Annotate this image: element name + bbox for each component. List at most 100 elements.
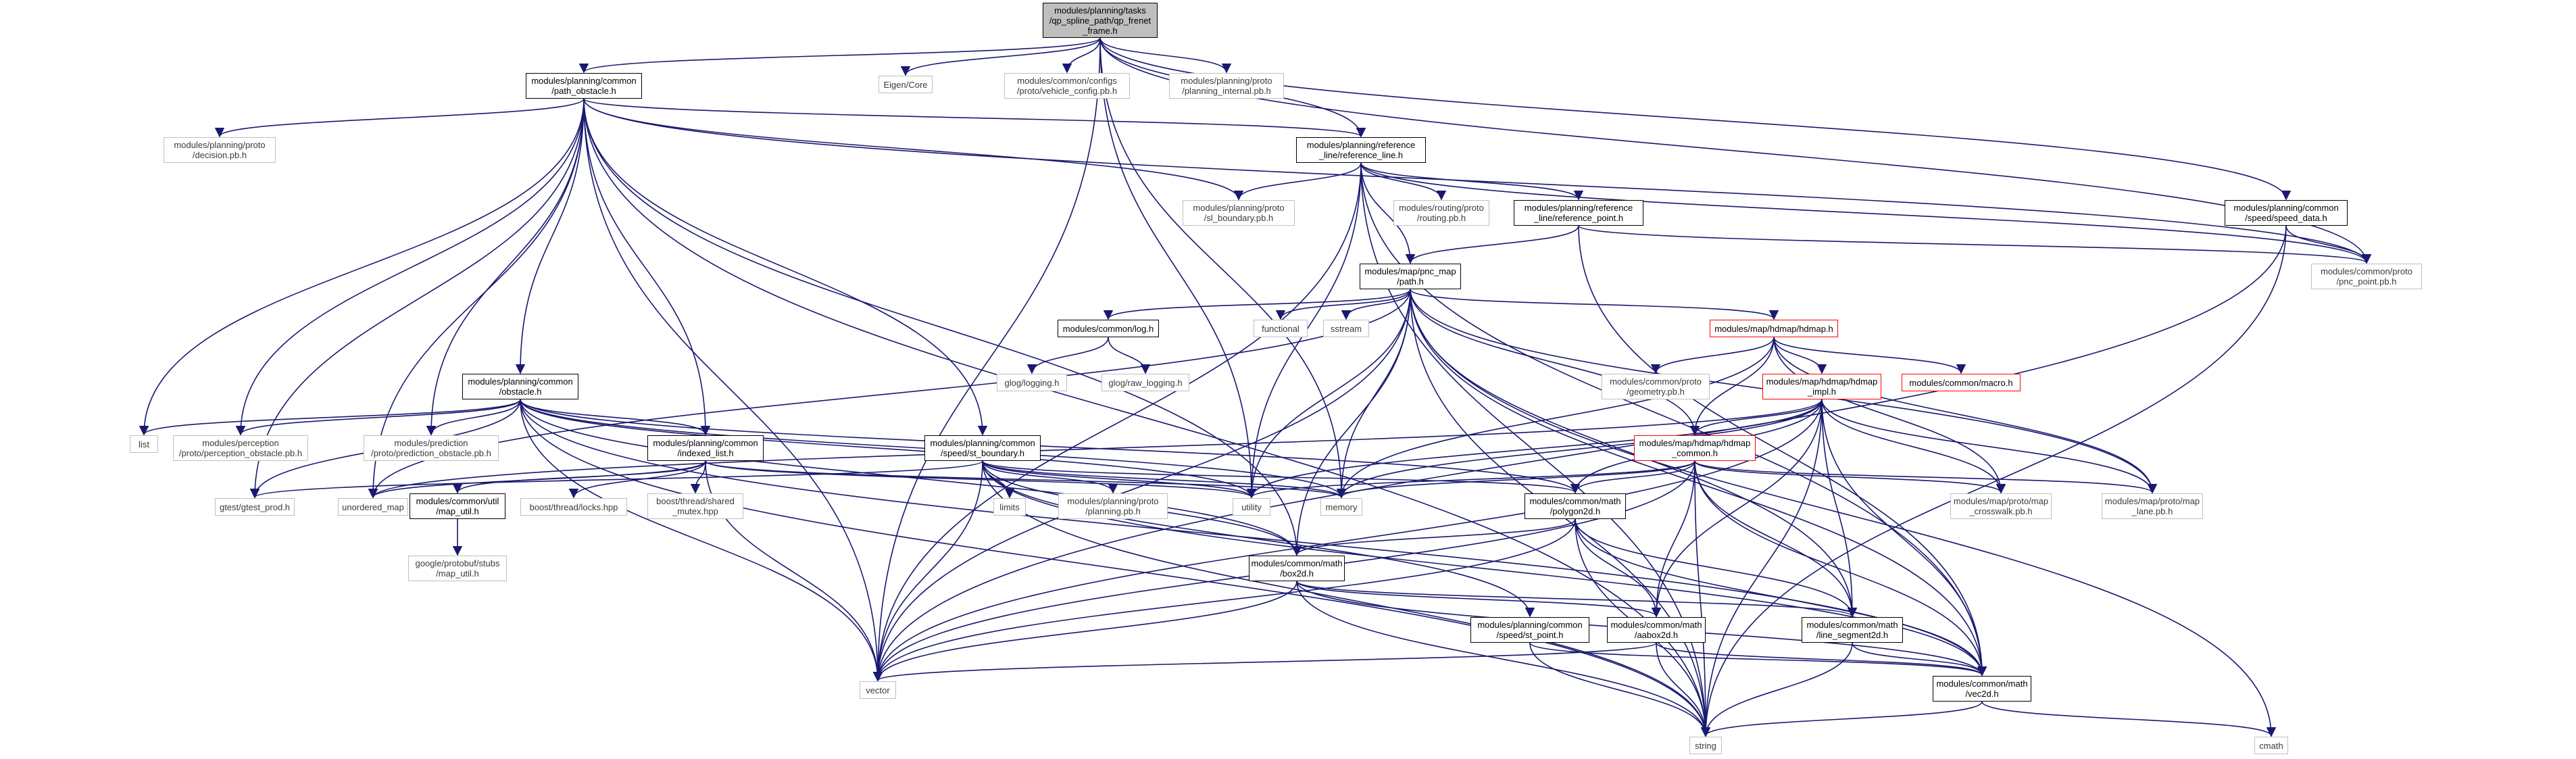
node-qp-frenet-frame-header[interactable]: modules/planning/tasks /qp_spline_path/q…: [1043, 3, 1158, 38]
dependency-edge: [1247, 460, 1695, 499]
dependency-edge: [2285, 225, 2372, 264]
dependency-edge: [515, 98, 585, 374]
dependency-edge: [1700, 642, 1853, 737]
node-gtest-prod: gtest/gtest_prod.h: [215, 498, 295, 516]
dependency-edge: [1821, 399, 1858, 618]
dependency-edge: [583, 98, 883, 682]
dependency-edge: [1821, 399, 2158, 494]
dependency-edge: [1694, 460, 2157, 494]
dependency-edge: [1405, 225, 1579, 264]
dependency-edge: [1821, 399, 2006, 494]
dependency-edge: [1773, 337, 1966, 374]
node-reference-line-header[interactable]: modules/planning/reference _line/referen…: [1296, 137, 1426, 163]
node-boost-locks: boost/thread/locks.hpp: [520, 498, 627, 516]
node-path-obstacle-header[interactable]: modules/planning/common /path_obstacle.h: [526, 73, 642, 99]
dependency-edge: [1360, 162, 1987, 677]
dependency-edge: [1099, 37, 2292, 201]
dependency-edge: [1246, 399, 1823, 499]
node-pnc-map-path-header[interactable]: modules/map/pnc_map /path.h: [1360, 264, 1461, 289]
node-line-segment2d-header[interactable]: modules/common/math /line_segment2d.h: [1802, 617, 1903, 643]
dependency-edge: [1337, 460, 1695, 499]
dependency-edge: [579, 37, 1101, 74]
dependency-edge: [139, 399, 521, 436]
dependency-edge: [1821, 399, 1987, 677]
dependency-edge: [583, 98, 2371, 264]
node-common-log-header[interactable]: modules/common/log.h: [1058, 320, 1159, 337]
dependency-edge: [982, 460, 1711, 737]
dependency-edge: [900, 37, 1101, 76]
dependency-edge: [1410, 289, 1987, 677]
dependency-edge: [1360, 162, 1416, 264]
dependency-edge: [872, 37, 1101, 682]
dependency-edge: [1852, 642, 1987, 677]
dependency-edge: [1341, 289, 1411, 320]
node-unordered-map: unordered_map: [338, 498, 408, 516]
dependency-edge: [1275, 289, 1411, 320]
dependency-edge: [1773, 337, 2158, 494]
dependency-edge: [982, 460, 1118, 494]
dependency-edge: [705, 460, 1256, 499]
dependency-edge: [1104, 289, 1411, 320]
node-functional: functional: [1254, 320, 1308, 337]
dependency-edge: [1246, 289, 1411, 499]
dependency-edge: [235, 399, 521, 436]
node-prediction-obstacle-pb: modules/prediction /proto/prediction_obs…: [364, 435, 499, 461]
node-std-string: string: [1689, 737, 1722, 754]
node-obstacle-header[interactable]: modules/planning/common /obstacle.h: [462, 374, 578, 399]
node-st-boundary-header[interactable]: modules/planning/common /speed/st_bounda…: [924, 435, 1041, 461]
dependency-edge: [1700, 701, 1983, 737]
dependency-edge: [249, 98, 585, 499]
dependency-edge: [583, 98, 1366, 138]
node-decision-pb: modules/planning/proto /decision.pb.h: [164, 137, 276, 163]
node-map-util-header[interactable]: modules/common/util /map_util.h: [410, 493, 505, 519]
node-eigen-core: Eigen/Core: [878, 76, 933, 93]
dependency-edge: [1360, 162, 2371, 264]
dependency-edge: [872, 162, 1362, 682]
node-routing-pb: modules/routing/proto /routing.pb.h: [1393, 200, 1489, 226]
node-hdmap-impl-header[interactable]: modules/map/hdmap/hdmap _impl.h: [1762, 374, 1881, 399]
dependency-edge: [1651, 460, 1695, 618]
dependency-edge: [705, 460, 1346, 499]
dependency-edge: [1291, 518, 1576, 556]
dependency-edge: [1291, 289, 1411, 556]
dependency-edge: [1296, 581, 1857, 618]
dependency-edge: [452, 460, 706, 494]
node-sl-boundary-pb: modules/planning/proto /sl_boundary.pb.h: [1183, 200, 1295, 226]
dependency-edge: [1773, 337, 2006, 494]
dependency-edge: [1689, 337, 1775, 436]
node-map-crosswalk-pb: modules/map/proto/map _crosswalk.pb.h: [1950, 493, 2052, 519]
node-polygon2d-header[interactable]: modules/common/math /polygon2d.h: [1525, 493, 1626, 519]
dependency-edge: [1099, 37, 2372, 264]
dependency-edge: [872, 518, 1576, 682]
dependency-edge: [982, 460, 1987, 677]
dependency-edge: [139, 98, 585, 436]
node-aabox2d-header[interactable]: modules/common/math /aabox2d.h: [1607, 617, 1706, 643]
node-planning-internal-pb: modules/planning/proto /planning_interna…: [1169, 73, 1284, 99]
dependency-edge: [1694, 460, 1858, 618]
dependency-edge: [250, 460, 983, 499]
node-std-utility: utility: [1233, 498, 1270, 516]
dependency-edge: [1410, 289, 1700, 436]
dependency-edge: [1700, 225, 2287, 737]
node-reference-point-header[interactable]: modules/planning/reference _line/referen…: [1514, 200, 1643, 226]
node-speed-data-header[interactable]: modules/planning/common /speed/speed_dat…: [2225, 200, 2348, 226]
node-pnc-point-pb: modules/common/proto /pnc_point.pb.h: [2311, 264, 2422, 289]
node-st-point-header[interactable]: modules/planning/common /speed/st_point.…: [1470, 617, 1589, 643]
dependency-edge: [368, 98, 585, 499]
node-hdmap-header[interactable]: modules/map/hdmap/hdmap.h: [1710, 320, 1838, 337]
dependency-edge: [1694, 460, 1711, 737]
dependency-edge: [1099, 37, 1232, 74]
dependency-edge: [1575, 518, 1662, 618]
node-box2d-header[interactable]: modules/common/math /box2d.h: [1249, 556, 1345, 581]
dependency-edge: [1360, 162, 1447, 201]
node-hdmap-common-header[interactable]: modules/map/hdmap/hdmap _common.h: [1634, 435, 1756, 461]
node-indexed-list-header[interactable]: modules/planning/common /indexed_list.h: [647, 435, 764, 461]
node-geometry-pb: modules/common/proto /geometry.pb.h: [1602, 374, 1710, 399]
dependency-edge: [1981, 701, 2277, 737]
dependency-edge: [1578, 225, 2371, 264]
node-vec2d-header[interactable]: modules/common/math /vec2d.h: [1933, 676, 2031, 702]
dependency-edge: [520, 399, 1580, 494]
dependency-edge: [426, 399, 521, 436]
node-common-macro-header[interactable]: modules/common/macro.h: [1902, 374, 2021, 391]
dependency-edge: [583, 98, 1244, 201]
